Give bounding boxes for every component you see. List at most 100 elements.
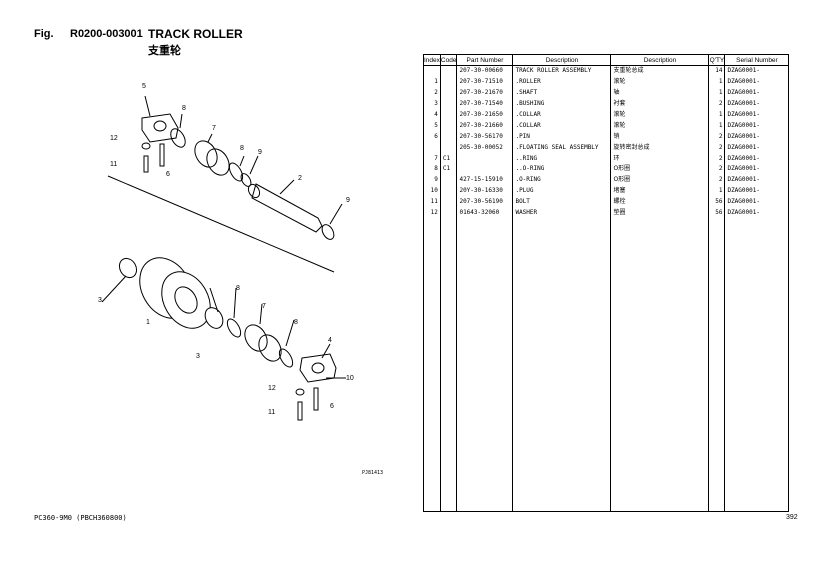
row-index: 1 [423,76,441,88]
row-index: 6 [423,131,441,143]
svg-text:12: 12 [110,135,118,142]
row-part-number: 207-30-56190 [456,196,514,208]
row-description-cn: 螺栓 [610,196,710,208]
row-part-number: 207-30-21650 [456,109,514,121]
row-code: C1 [439,153,458,165]
row-part-number: 207-30-21660 [456,120,514,132]
svg-text:5: 5 [142,83,146,90]
row-description-cn: 轴 [610,87,710,99]
row-serial-number: DZAG0001- [724,207,790,219]
row-description-cn: 销 [610,131,710,143]
row-description: .PIN [512,131,612,143]
row-index: 7 [423,153,441,165]
row-index [423,142,441,154]
row-part-number: 207-30-71540 [456,98,514,110]
row-index: 2 [423,87,441,99]
row-part-number: 207-30-56170 [456,131,514,143]
row-part-number: 205-30-00052 [456,142,514,154]
row-qty: 2 [708,174,726,186]
page-title: TRACK ROLLER [148,27,243,41]
svg-text:6: 6 [330,403,334,410]
row-qty: 1 [708,120,726,132]
row-code: C1 [439,164,458,175]
exploded-parts-diagram: 5 8 7 8 9 2 9 12 11 6 3 1 3 8 7 8 4 10 1… [98,83,354,421]
row-code [439,98,458,110]
row-part-number: 427-15-15910 [456,174,514,186]
row-part-number [456,164,514,175]
row-description-cn: O形圈 [610,164,710,175]
empty-cell [724,218,790,513]
header-qty: Q'TY [708,54,726,66]
row-part-number [456,153,514,165]
svg-text:7: 7 [262,303,266,310]
row-description: .FLOATING SEAL ASSEMBLY [512,142,612,154]
row-code [439,131,458,143]
row-part-number: 20Y-30-16330 [456,185,514,197]
row-qty: 2 [708,164,726,175]
row-serial-number: DZAG0001- [724,98,790,110]
header-code: Code [439,54,458,66]
row-qty: 1 [708,109,726,121]
table-empty-space [423,218,790,513]
row-description: .BUSHING [512,98,612,110]
row-part-number: 207-30-21670 [456,87,514,99]
fig-label: Fig. [34,28,54,40]
row-description-cn: 垫圈 [610,207,710,219]
row-description-cn: 滚轮 [610,76,710,88]
row-qty: 1 [708,76,726,88]
row-serial-number: DZAG0001- [724,164,790,175]
empty-cell [708,218,726,513]
svg-text:10: 10 [346,375,354,382]
page-subtitle: 支重轮 [148,45,181,57]
parts-table: Index Code Part Number Description Descr… [423,54,790,513]
row-part-number: 207-30-00660 [456,65,514,77]
svg-text:2: 2 [298,175,302,182]
row-part-number: 207-30-71510 [456,76,514,88]
row-qty: 2 [708,98,726,110]
row-index: 4 [423,109,441,121]
empty-cell [439,218,458,513]
row-code [439,196,458,208]
row-serial-number: DZAG0001- [724,76,790,88]
empty-cell [423,218,441,513]
svg-text:1: 1 [146,319,150,326]
row-serial-number: DZAG0001- [724,65,790,77]
row-index: 10 [423,185,441,197]
svg-text:8: 8 [236,285,240,292]
table-header-row: Index Code Part Number Description Descr… [423,54,790,66]
row-qty: 1 [708,87,726,99]
row-qty: 2 [708,153,726,165]
svg-text:11: 11 [110,161,117,168]
row-description: TRACK ROLLER ASSEMBLY [512,65,612,77]
row-serial-number: DZAG0001- [724,153,790,165]
row-qty: 1 [708,185,726,197]
row-code [439,185,458,197]
row-description-cn: 支重轮总成 [610,65,710,77]
row-qty: 14 [708,65,726,77]
svg-text:8: 8 [240,145,244,152]
empty-cell [610,218,710,513]
row-serial-number: DZAG0001- [724,142,790,154]
row-code [439,174,458,186]
row-description-cn: 滚轮 [610,120,710,132]
row-code [439,207,458,219]
footer-model: PC360-9M0 (PBCH360800) [34,514,127,522]
parts-list: Index Code Part Number Description Descr… [423,54,790,513]
row-description: .ROLLER [512,76,612,88]
row-part-number: 01643-32060 [456,207,514,219]
row-code [439,76,458,88]
row-description: .SHAFT [512,87,612,99]
row-description: .PLUG [512,185,612,197]
row-code [439,142,458,154]
row-index: 11 [423,196,441,208]
row-serial-number: DZAG0001- [724,196,790,208]
